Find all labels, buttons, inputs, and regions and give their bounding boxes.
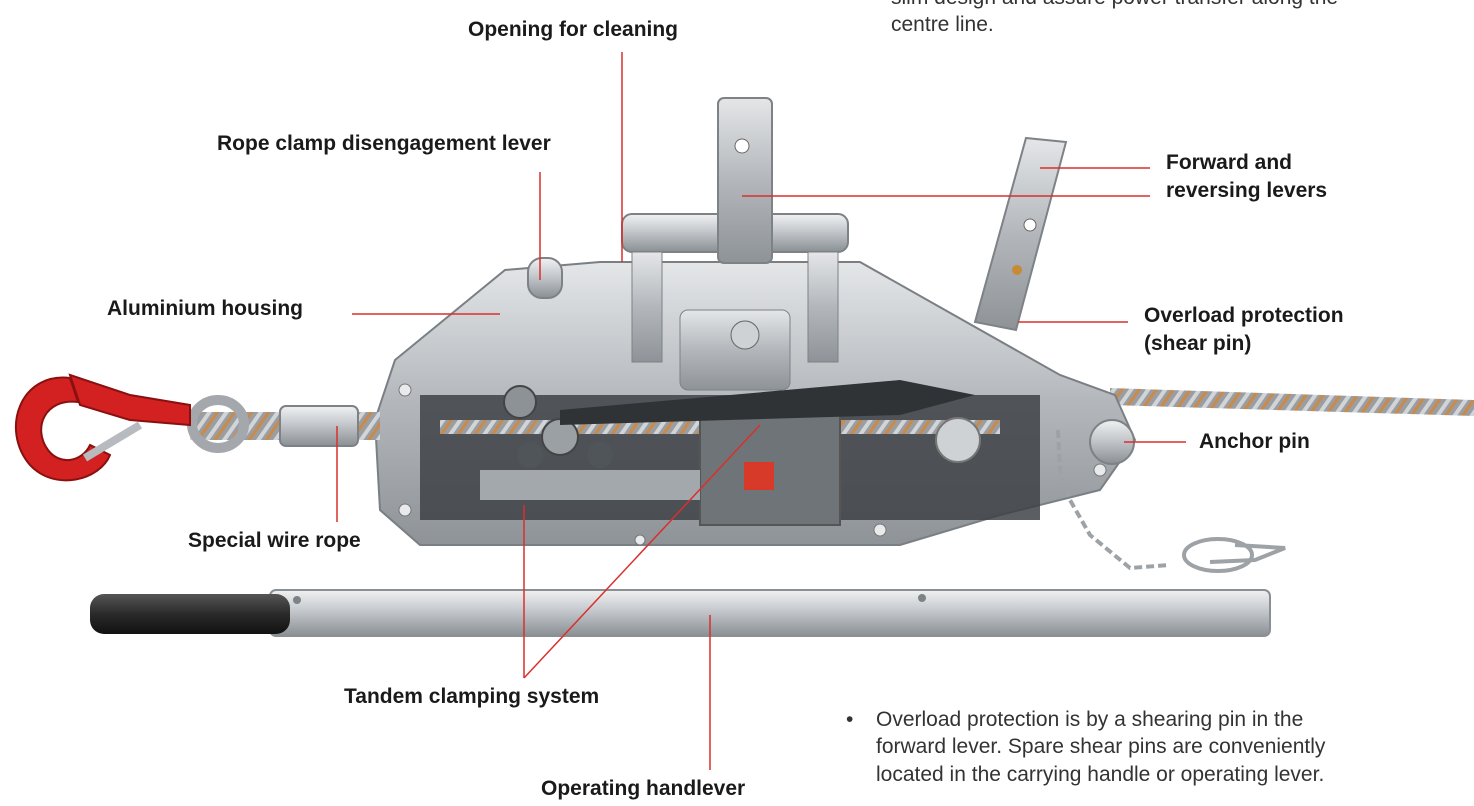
front-rope-and-hook bbox=[14, 373, 380, 482]
note-line-3: located in the carrying handle or operat… bbox=[876, 762, 1325, 786]
label-tandem-clamping-system: Tandem clamping system bbox=[344, 685, 600, 708]
overload-note: • Overload protection is by a shearing p… bbox=[846, 706, 1325, 788]
label-anchor-pin: Anchor pin bbox=[1199, 430, 1310, 453]
wire-rope-right bbox=[1110, 388, 1474, 416]
label-opening-for-cleaning: Opening for cleaning bbox=[468, 18, 679, 41]
label-special-wire-rope: Special wire rope bbox=[188, 529, 361, 552]
label-shear-pin: (shear pin) bbox=[1144, 332, 1252, 356]
operating-handlever-shape bbox=[90, 589, 1271, 637]
reversing-lever-shape bbox=[717, 97, 773, 264]
label-aluminium-housing: Aluminium housing bbox=[107, 297, 303, 320]
label-overload-protection-line: Overload protection bbox=[1144, 304, 1344, 327]
forward-lever-shape bbox=[973, 136, 1068, 332]
intro-text-line-2: centre line. bbox=[891, 13, 994, 37]
intro-text: slim design and assure power transfer al… bbox=[891, 0, 1338, 39]
label-forward-and: Forward and bbox=[1166, 151, 1293, 174]
note-line-2: forward lever. Spare shear pins are conv… bbox=[876, 735, 1326, 759]
label-reversing-levers: reversing levers bbox=[1166, 179, 1328, 203]
label-overload-protection: Overload protection (shear pin) bbox=[1144, 303, 1344, 358]
intro-text-line-1: slim design and assure power transfer al… bbox=[891, 0, 1338, 11]
aluminium-housing-shape bbox=[373, 261, 1137, 546]
label-rope-clamp-disengagement-lever: Rope clamp disengagement lever bbox=[217, 132, 551, 155]
callout-lines bbox=[336, 52, 1186, 770]
label-forward-reversing-levers: Forward and reversing levers bbox=[1166, 150, 1327, 205]
note-bullet: • bbox=[846, 708, 854, 731]
anchor-pin-and-chain bbox=[1056, 419, 1286, 573]
note-line-1: Overload protection is by a shearing pin… bbox=[876, 708, 1304, 731]
label-operating-handlever: Operating handlever bbox=[541, 777, 746, 800]
clamp-disengagement-knob bbox=[527, 257, 563, 299]
